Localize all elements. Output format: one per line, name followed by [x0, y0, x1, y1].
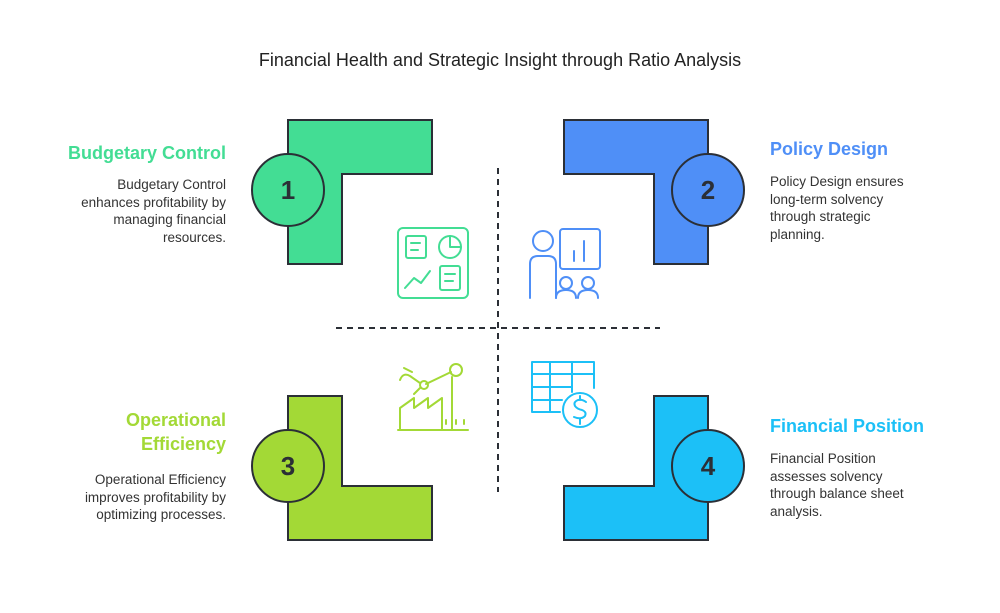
quadrant-2-shape [563, 119, 709, 265]
quadrant-4-description-line: Financial Position [770, 451, 876, 466]
number-circle-1: 1 [251, 153, 325, 227]
quadrant-4-shape [563, 395, 709, 541]
quadrant-2-description-line: Policy Design ensures [770, 174, 904, 189]
quadrant-3-heading-line: Efficiency [140, 434, 226, 454]
quadrant-2-heading-text: Policy Design [770, 139, 889, 159]
quadrant-3-description-line: Operational Efficiency [94, 472, 226, 487]
quadrant-3-heading: Operational Efficiency [0, 408, 226, 456]
quadrant-3-description: Operational Efficiency improves profitab… [6, 471, 226, 524]
number-circle-2: 2 [671, 153, 745, 227]
quadrant-4-description-line: through balance sheet [770, 486, 904, 501]
quadrant-1-description-line: resources. [162, 229, 226, 245]
number-circle-4: 4 [671, 429, 745, 503]
page-title: Financial Health and Strategic Insight t… [258, 50, 742, 70]
quadrant-1-shape [287, 119, 433, 265]
number-label-3: 3 [281, 451, 295, 481]
number-label-2: 2 [701, 175, 715, 205]
quadrant-1-description: Budgetary Control enhances profitability… [6, 176, 226, 246]
presentation-icon [529, 228, 601, 299]
quadrant-2-description-line: long-term solvency [770, 191, 884, 207]
quadrant-3-shape [287, 395, 433, 541]
number-circle-3: 3 [251, 429, 325, 503]
quadrant-2-description: Policy Design ensures long-term solvency… [770, 173, 990, 243]
quadrant-1-heading: Budgetary Control [0, 141, 226, 165]
quadrant-2-description-line: through strategic [770, 209, 871, 224]
quadrant-1-heading-text: Budgetary Control [67, 143, 226, 163]
quadrant-4-description-line: assesses solvency [770, 468, 883, 484]
quadrant-4-description-line: analysis. [770, 503, 823, 519]
quadrant-3-description-line: improves profitability by [84, 489, 226, 505]
dashboard-icon [397, 227, 469, 299]
spreadsheet-dollar-icon [531, 361, 598, 428]
quadrant-2-description-line: planning. [770, 226, 825, 242]
factory-icon [397, 363, 469, 431]
quadrant-1-description-line: Budgetary Control [117, 177, 226, 192]
quadrant-4-heading: Financial Position [770, 414, 995, 438]
number-label-4: 4 [701, 451, 716, 481]
quadrant-4-description: Financial Position assesses solvency thr… [770, 450, 990, 520]
quadrant-4-heading-text: Financial Position [770, 416, 925, 436]
quadrant-3-description-line: optimizing processes. [96, 507, 226, 522]
quadrant-1-description-line: enhances profitability by [81, 194, 226, 210]
quadrant-3-heading-line: Operational [125, 410, 226, 430]
number-label-1: 1 [281, 175, 295, 205]
quadrant-1-description-line: managing financial [113, 212, 226, 227]
quadrant-2-heading: Policy Design [770, 137, 990, 161]
